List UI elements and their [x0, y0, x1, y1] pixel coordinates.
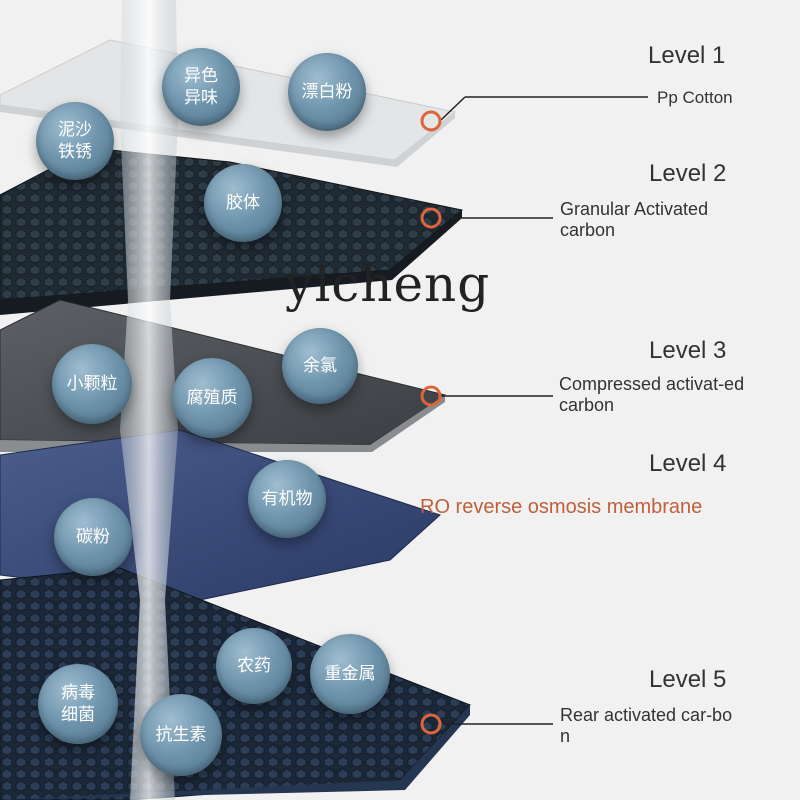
- bubble-organics: 有机物: [248, 460, 326, 538]
- bubble-humus: 腐殖质: [172, 358, 252, 438]
- bubble-small-particles: 小颗粒: [52, 344, 132, 424]
- marker-level-3: [420, 385, 442, 407]
- marker-level-5: [420, 713, 442, 735]
- marker-level-2: [420, 207, 442, 229]
- bubble-carbon-powder: 碳粉: [54, 498, 132, 576]
- watermark: yicheng: [285, 255, 491, 313]
- bubble-odor: 异色异味: [162, 48, 240, 126]
- bubble-bleach: 漂白粉: [288, 53, 366, 131]
- level-4-description: RO reverse osmosis membrane: [420, 496, 703, 518]
- level-1-title: Level 1: [648, 42, 726, 69]
- level-5-description: Rear activated car-bon: [560, 705, 733, 746]
- bubble-pesticide: 农药: [216, 628, 292, 704]
- level-1-description: Pp Cotton: [657, 88, 733, 107]
- level-5-title: Level 5: [649, 666, 727, 693]
- level-4-title: Level 4: [649, 450, 727, 477]
- level-2-title: Level 2: [649, 160, 727, 187]
- bubble-colloid: 胶体: [204, 164, 282, 242]
- bubble-heavy-metals: 重金属: [310, 634, 390, 714]
- level-3-description: Compressed activat-ed carbon: [559, 374, 745, 415]
- level-3-title: Level 3: [649, 337, 727, 364]
- water-stream: [120, 0, 178, 800]
- leader-line-level-1: [440, 96, 466, 121]
- bubble-antibiotics: 抗生素: [140, 694, 222, 776]
- bubble-mud-rust: 泥沙铁锈: [36, 102, 114, 180]
- level-2-description: Granular Activated carbon: [560, 199, 709, 240]
- marker-level-1: [420, 110, 442, 132]
- bubble-residual-chlorine: 余氯: [282, 328, 358, 404]
- bubble-bacteria: 病毒细菌: [38, 664, 118, 744]
